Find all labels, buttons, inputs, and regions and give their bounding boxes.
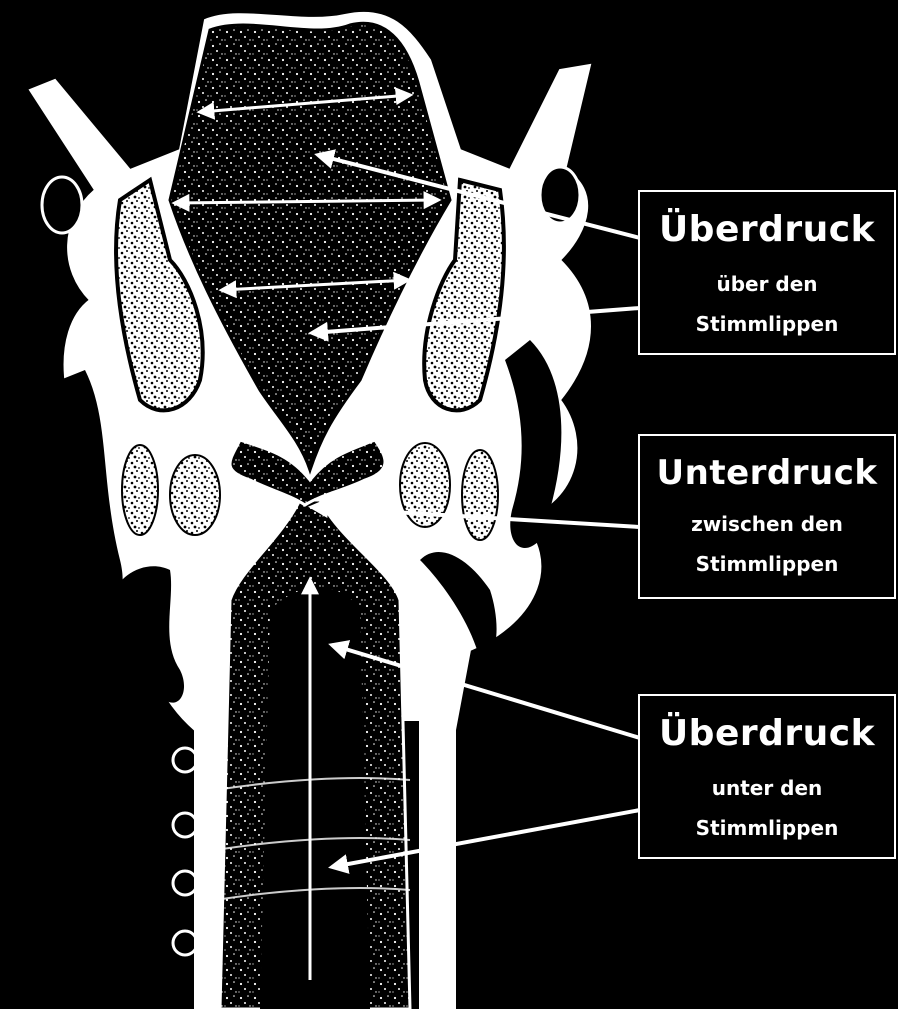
left-cartilage-nodule [42,177,82,233]
label-underpressure-between: Unterdruck zwischen den Stimmlippen [638,434,896,599]
label-line1: unter den [640,778,894,798]
label-line2: Stimmlippen [640,314,894,334]
label-line2: Stimmlippen [640,554,894,574]
label-line1: zwischen den [640,514,894,534]
label-overpressure-above: Überdruck über den Stimmlippen [638,190,896,355]
label-head: Überdruck [640,716,894,752]
label-overpressure-below: Überdruck unter den Stimmlippen [638,694,896,859]
label-line2: Stimmlippen [640,818,894,838]
label-head: Überdruck [640,212,894,248]
label-head: Unterdruck [640,456,894,490]
label-line1: über den [640,274,894,294]
